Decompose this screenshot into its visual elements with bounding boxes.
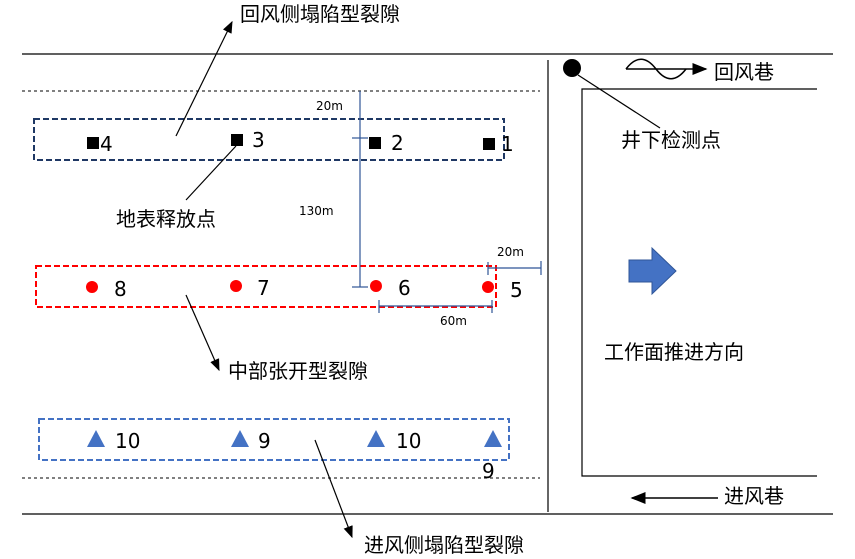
point-label-6: 6 [398,276,411,300]
point-label-2: 2 [391,131,404,155]
circle-marker-7 [230,280,242,292]
point-label-7: 7 [257,276,270,300]
face-advance-arrow-icon [628,246,677,296]
point-label-1: 1 [501,132,514,156]
triangle-marker-10b [367,430,385,447]
dim-label-20m-top: 20m [316,99,343,113]
circle-marker-5 [482,281,494,293]
square-marker-4 [87,137,99,149]
point-label-10b: 10 [396,429,421,453]
callout-arrow-middle-tension [185,294,220,372]
dim-label-20m-right: 20m [497,245,524,259]
square-marker-2 [369,137,381,149]
point-label-4: 4 [100,132,113,156]
callout-line-monitoring-point [577,74,661,129]
point-label-9a: 9 [258,429,271,453]
point-label-8: 8 [114,277,127,301]
triangle-marker-10a [87,430,105,447]
middle-tension-zone-box [35,265,497,308]
square-marker-1 [483,138,495,150]
callout-arrow-return-collapse [175,20,233,137]
triangle-marker-9a [231,430,249,447]
callout-arrow-intake-collapse [314,439,353,539]
label-face-advance-direction: 工作面推进方向 [604,340,744,364]
callout-line-surface-release [185,145,237,201]
intake-collapse-zone-box [38,418,510,461]
point-label-9b: 9 [482,459,495,483]
dim-label-60m: 60m [440,314,467,328]
return-collapse-zone-box [33,118,505,161]
label-middle-tension-fracture: 中部张开型裂隙 [228,359,368,383]
point-label-3: 3 [252,128,265,152]
circle-marker-8 [86,281,98,293]
label-return-airway: 回风巷 [714,60,774,84]
dim-label-130m: 130m [299,204,334,218]
label-surface-release-point: 地表释放点 [116,207,216,231]
point-label-5: 5 [510,278,523,302]
circle-marker-6 [370,280,382,292]
working-face-outline [581,88,817,477]
label-intake-collapse-fracture: 进风侧塌陷型裂隙 [364,533,524,557]
label-return-collapse-fracture: 回风侧塌陷型裂隙 [240,2,400,26]
label-intake-airway: 进风巷 [724,484,784,508]
point-label-10a: 10 [115,429,140,453]
monitoring-point-marker [563,59,581,77]
square-marker-3 [231,134,243,146]
label-underground-monitoring-point: 井下检测点 [621,128,721,152]
triangle-marker-9b [484,430,502,447]
